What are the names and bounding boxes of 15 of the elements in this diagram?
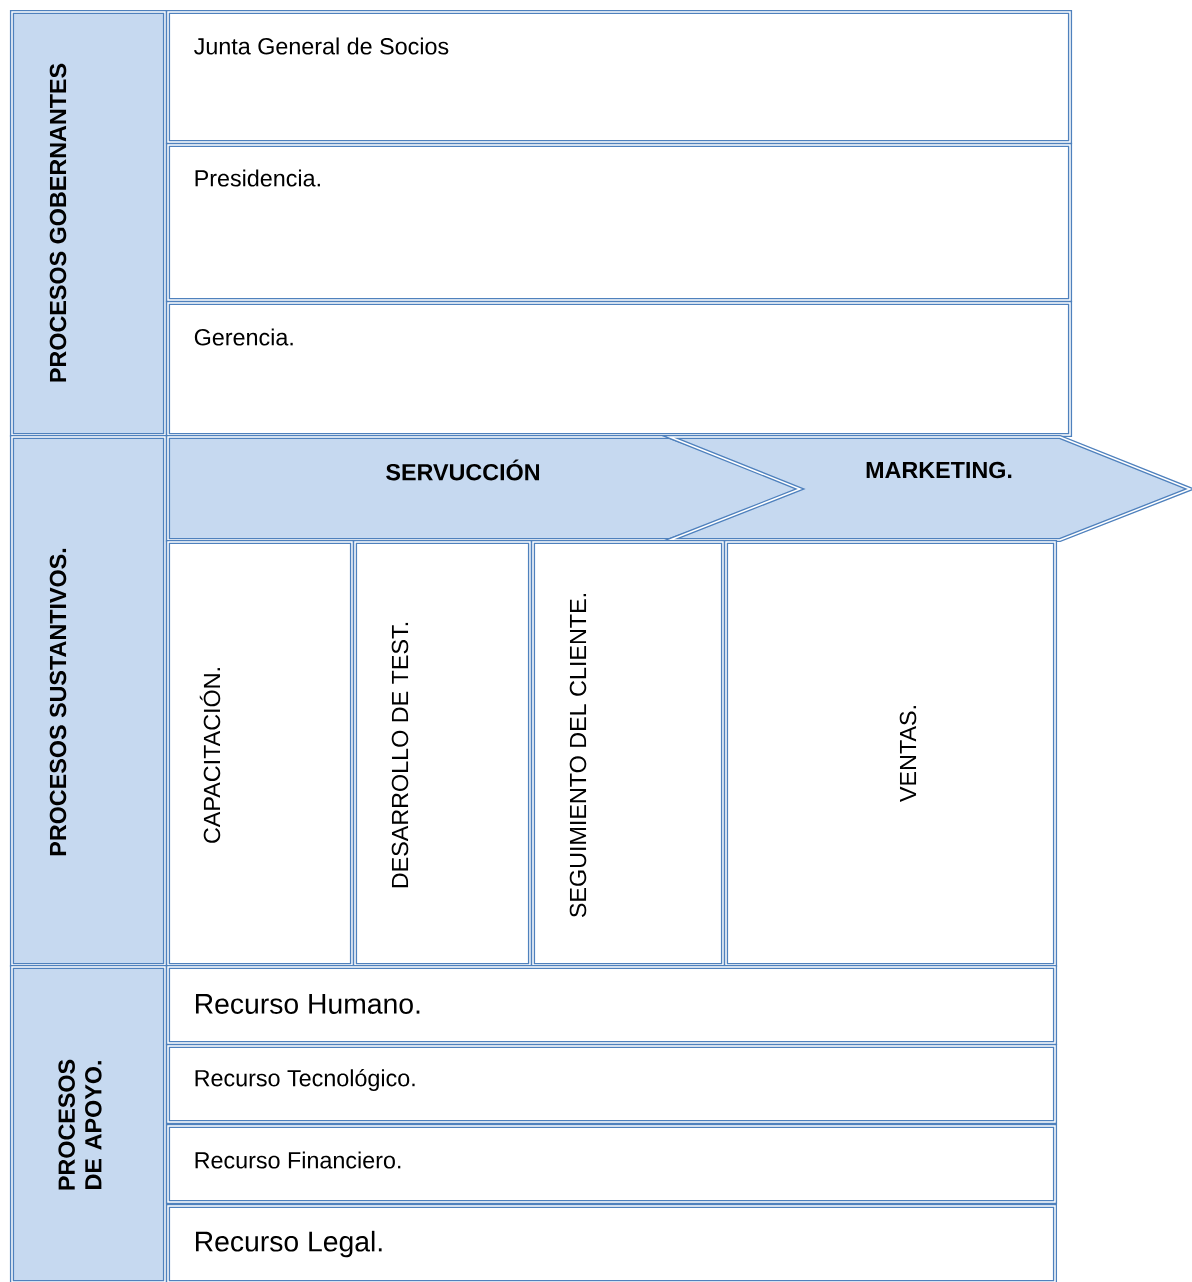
process-column: VENTAS. (723, 539, 1058, 968)
band-header: PROCESOS SUSTANTIVOS. (9, 434, 168, 968)
process-box: Gerencia. (165, 300, 1073, 438)
process-box: Recurso Tecnológico. (165, 1043, 1058, 1125)
node-label: MARKETING. (866, 461, 1012, 479)
band-header: PROCESOS GOBERNANTES (9, 9, 168, 438)
band-header: PROCESOS DE APOYO. (9, 964, 168, 1282)
process-box: Recurso Financiero. (165, 1123, 1058, 1205)
process-box: Presidencia. (165, 142, 1073, 303)
process-box: Recurso Humano. (165, 964, 1058, 1046)
process-column: CAPACITACIÓN. (165, 539, 355, 968)
process-box: Recurso Legal. (165, 1203, 1058, 1282)
process-box: Junta General de Socios (165, 9, 1073, 145)
process-column: DESARROLLO DE TEST. (352, 539, 533, 968)
process-column: SEGUIMIENTO DEL CLIENTE. (530, 539, 726, 968)
